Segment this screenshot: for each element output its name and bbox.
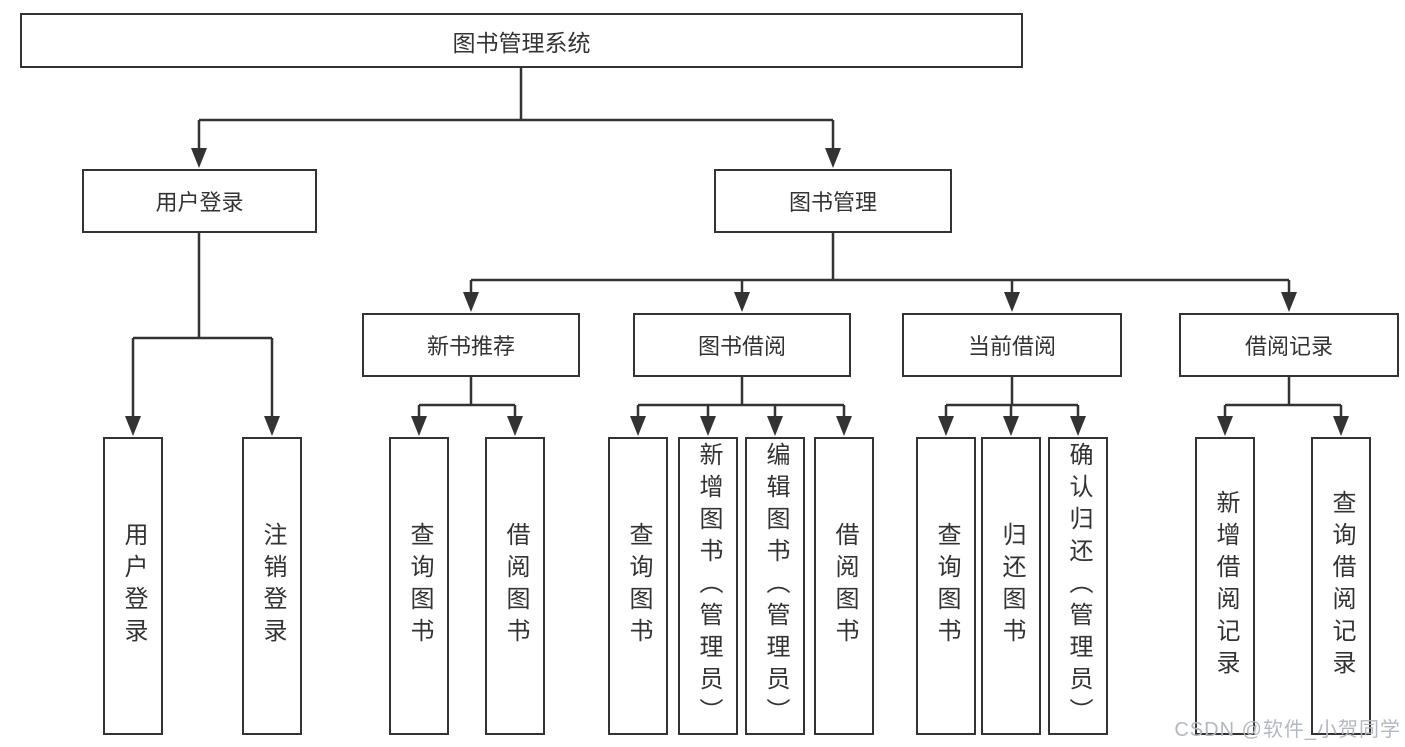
node-leaf-add-books-admin-label: 新增图书（管理员）	[695, 442, 722, 730]
node-new-book-recommendation: 新书推荐	[362, 313, 580, 377]
node-leaf-add-borrowing-record: 新增借阅记录	[1195, 437, 1255, 735]
arrowheads	[125, 148, 1349, 436]
node-user-login-label: 用户登录	[155, 190, 244, 215]
node-book-management: 图书管理	[714, 169, 952, 233]
node-leaf-query-borrowing-record: 查询借阅记录	[1311, 437, 1371, 735]
node-current-borrowing: 当前借阅	[902, 313, 1122, 377]
connector-segments	[131, 68, 1343, 418]
node-current-borrowing-label: 当前借阅	[967, 334, 1056, 359]
node-book-management-label: 图书管理	[788, 190, 877, 215]
node-leaf-query-books-recommend-label: 查询图书	[406, 522, 433, 650]
node-leaf-query-borrowing-record-label: 查询借阅记录	[1328, 490, 1355, 682]
node-user-login: 用户登录	[82, 169, 317, 233]
node-book-borrowing-label: 图书借阅	[697, 334, 786, 359]
node-library-management-system: 图书管理系统	[20, 13, 1023, 68]
node-leaf-add-books-admin: 新增图书（管理员）	[678, 437, 738, 735]
node-leaf-query-books-current: 查询图书	[916, 437, 976, 735]
node-leaf-borrow-books-recommend: 借阅图书	[485, 437, 545, 735]
node-leaf-return-books: 归还图书	[981, 437, 1041, 735]
node-leaf-add-borrowing-record-label: 新增借阅记录	[1212, 490, 1239, 682]
node-borrowing-records-label: 借阅记录	[1244, 334, 1333, 359]
node-leaf-borrow-books: 借阅图书	[814, 437, 874, 735]
node-leaf-edit-books-admin: 编辑图书（管理员）	[745, 437, 805, 735]
node-leaf-query-books-borrow-label: 查询图书	[625, 522, 652, 650]
node-leaf-query-books-current-label: 查询图书	[933, 522, 960, 650]
node-borrowing-records: 借阅记录	[1179, 313, 1399, 377]
node-leaf-logout: 注销登录	[242, 437, 302, 735]
node-book-borrowing: 图书借阅	[633, 313, 851, 377]
node-new-book-recommendation-label: 新书推荐	[426, 334, 515, 359]
csdn-watermark: CSDN @软件_小贺同学	[1174, 719, 1401, 741]
node-leaf-return-books-label: 归还图书	[998, 522, 1025, 650]
node-leaf-query-books-borrow: 查询图书	[608, 437, 668, 735]
node-leaf-query-books-recommend: 查询图书	[389, 437, 449, 735]
node-leaf-edit-books-admin-label: 编辑图书（管理员）	[762, 442, 789, 730]
node-leaf-user-login: 用户登录	[103, 437, 163, 735]
node-leaf-confirm-return-admin-label: 确认归还（管理员）	[1065, 442, 1092, 730]
node-leaf-borrow-books-recommend-label: 借阅图书	[502, 522, 529, 650]
node-library-management-system-label: 图书管理系统	[452, 29, 591, 56]
node-leaf-borrow-books-label: 借阅图书	[831, 522, 858, 650]
node-leaf-confirm-return-admin: 确认归还（管理员）	[1048, 437, 1108, 735]
node-leaf-logout-label: 注销登录	[259, 522, 286, 650]
node-leaf-user-login-label: 用户登录	[120, 522, 147, 650]
